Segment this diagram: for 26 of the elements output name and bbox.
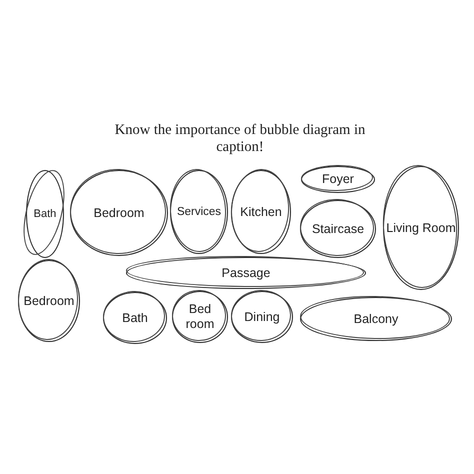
room-label: Bed room: [184, 302, 216, 332]
bubble: [172, 291, 228, 343]
room-label: Bath: [32, 206, 58, 222]
room-label: Bedroom: [92, 206, 146, 220]
bubble: [301, 166, 375, 193]
room-label: Foyer: [321, 172, 355, 187]
diagram-title: Know the importance of bubble diagram in caption!: [114, 122, 366, 156]
bubble: [383, 166, 459, 290]
room-label: Staircase: [310, 222, 366, 236]
bubble: [126, 257, 366, 289]
bubble: [300, 297, 452, 341]
room-label: Bath: [121, 310, 149, 326]
bubble: [18, 260, 80, 342]
bubble: [231, 291, 293, 343]
room-label: Dining: [243, 310, 281, 324]
bubble: [70, 170, 168, 256]
bubble: [231, 170, 291, 254]
room-label: Passage: [220, 266, 272, 280]
room-label: Living Room: [385, 220, 457, 236]
room-label: Bedroom: [22, 294, 76, 308]
room-label: Services: [176, 204, 222, 220]
bubble: [170, 170, 228, 254]
bubble: [300, 200, 376, 258]
room-label: Kitchen: [239, 204, 283, 220]
bubble: [103, 292, 167, 344]
room-label: Balcony: [352, 312, 400, 326]
